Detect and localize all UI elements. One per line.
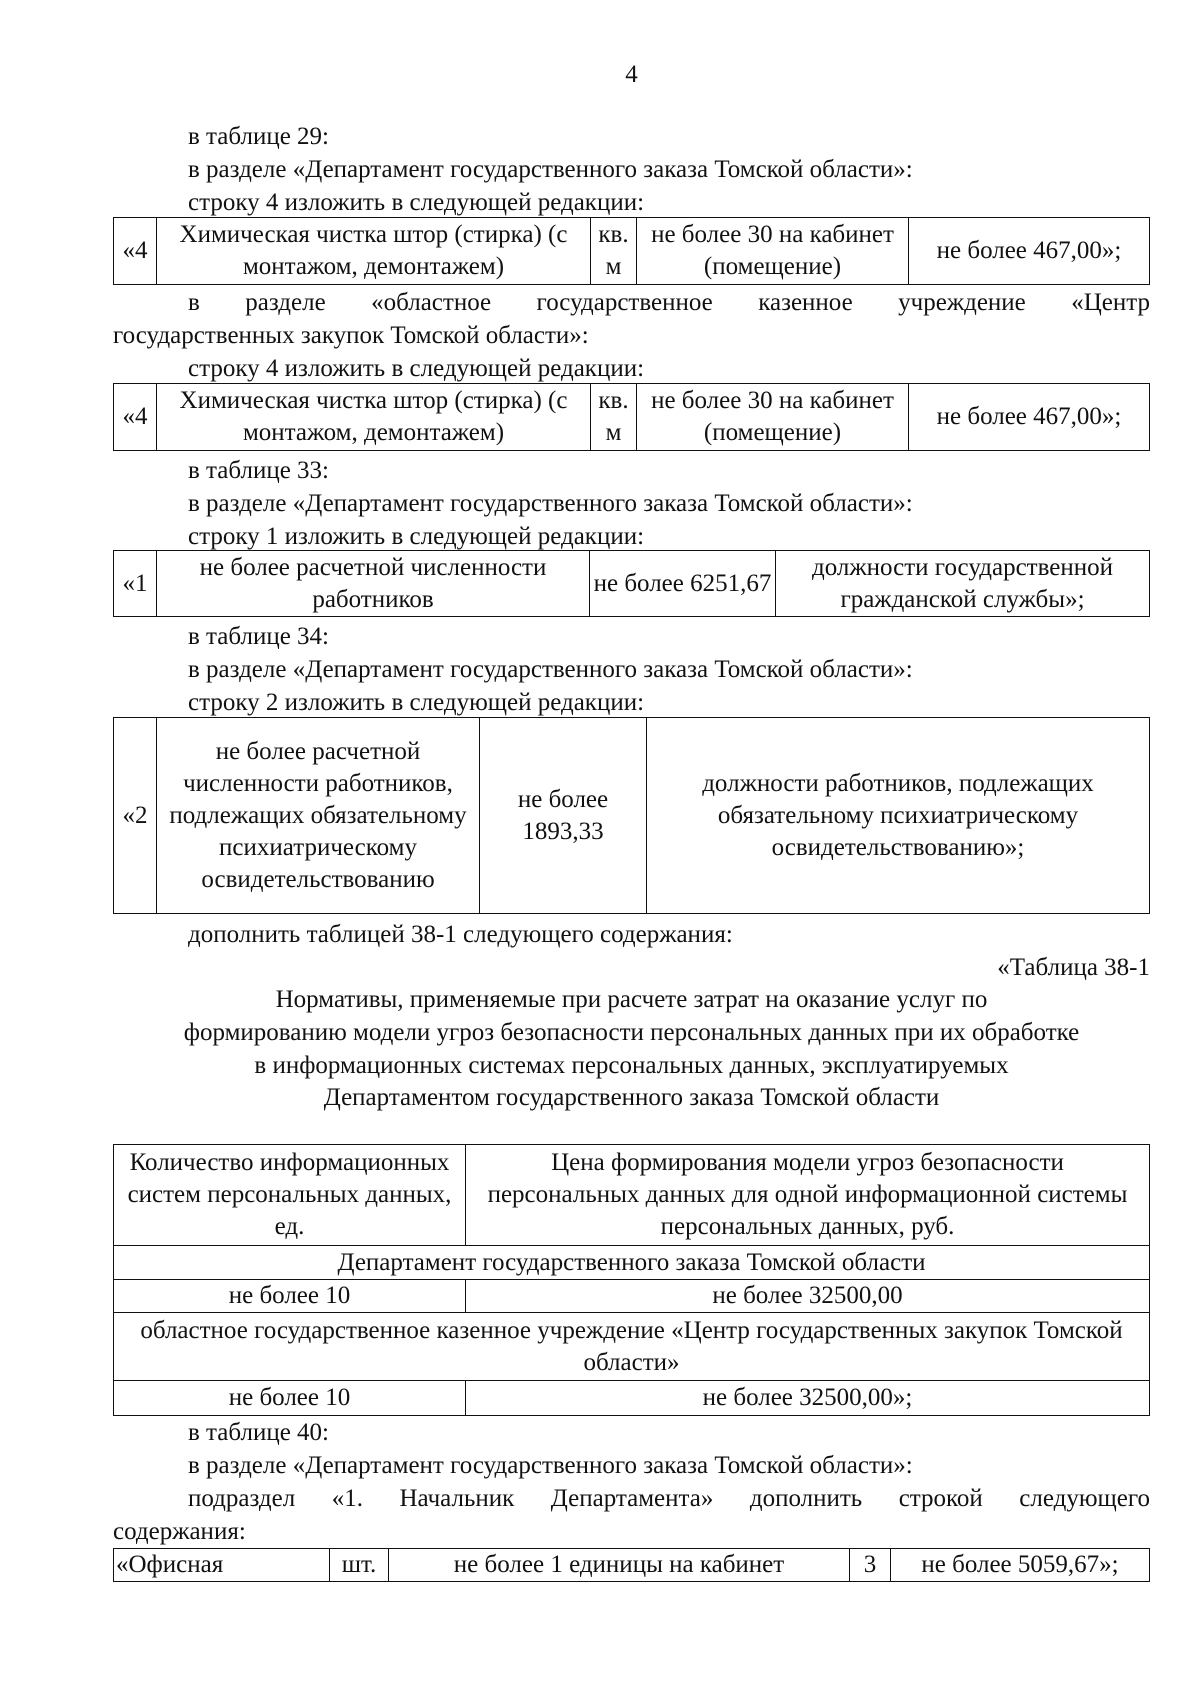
table-header-row: Количество информационных систем персона… — [113, 1144, 1150, 1246]
cell: шт. — [329, 1548, 389, 1582]
cell: Химическая чистка штор (стирка) (с монта… — [156, 217, 591, 285]
table-heading-line: Нормативы, применяемые при расчете затра… — [275, 986, 988, 1013]
paragraph: подраздел «1. Начальник Департамента» до… — [188, 1485, 1150, 1512]
header-cell: Количество информационных систем персона… — [113, 1144, 466, 1246]
table-row: «1 не более расчетной численности работн… — [113, 550, 1150, 617]
cell: не более 10 — [113, 1380, 466, 1416]
table-40: «Офисная шт. не более 1 единицы на кабин… — [113, 1548, 1150, 1582]
section-row: Департамент государственного заказа Томс… — [113, 1245, 1150, 1280]
paragraph: в разделе «Департамент государственного … — [188, 1452, 913, 1479]
cell: не более 32500,00»; — [465, 1380, 1150, 1416]
paragraph: в таблице 40: — [188, 1419, 330, 1446]
header-cell: Цена формирования модели угроз безопасно… — [465, 1144, 1150, 1246]
paragraph: содержания: — [113, 1518, 246, 1545]
section-cell: Департамент государственного заказа Томс… — [113, 1245, 1150, 1280]
cell: не более 1893,33 — [479, 717, 647, 914]
table-34: «2 не более расчетной численности работн… — [113, 717, 1150, 914]
section-cell: областное государственное казенное учреж… — [113, 1312, 1150, 1381]
paragraph: в таблице 29: — [188, 123, 330, 150]
cell: кв. м — [590, 383, 637, 451]
cell: «1 — [113, 550, 157, 617]
cell: не более 10 — [113, 1279, 466, 1313]
table-33: «1 не более расчетной численности работн… — [113, 550, 1150, 617]
cell: «4 — [113, 383, 157, 451]
cell: «2 — [113, 717, 157, 914]
paragraph: в разделе «областное государственное каз… — [188, 289, 1150, 316]
cell: должности государственной гражданской сл… — [775, 550, 1150, 617]
table-heading-line: в информационных системах персональных д… — [254, 1052, 1009, 1079]
table-row: «4 Химическая чистка штор (стирка) (с мо… — [113, 217, 1150, 285]
cell: «4 — [113, 217, 157, 285]
table-heading-line: формированию модели угроз безопасности п… — [183, 1019, 1080, 1046]
table-row: «2 не более расчетной численности работн… — [113, 717, 1150, 914]
table-row: «4 Химическая чистка штор (стирка) (с мо… — [113, 383, 1150, 451]
cell: «Офисная — [113, 1548, 330, 1582]
cell: Химическая чистка штор (стирка) (с монта… — [156, 383, 591, 451]
cell: не более расчетной численности работнико… — [156, 717, 480, 914]
section-row: областное государственное казенное учреж… — [113, 1312, 1150, 1381]
table-row: «Офисная шт. не более 1 единицы на кабин… — [113, 1548, 1150, 1582]
cell: не более 6251,67 — [589, 550, 776, 617]
paragraph: государственных закупок Томской области»… — [113, 322, 589, 349]
table-row: не более 10 не более 32500,00 — [113, 1279, 1150, 1313]
paragraph: дополнить таблицей 38-1 следующего содер… — [188, 921, 733, 948]
table-29-ogku: «4 Химическая чистка штор (стирка) (с мо… — [113, 383, 1150, 451]
cell: не более 32500,00 — [465, 1279, 1150, 1313]
table-row: не более 10 не более 32500,00»; — [113, 1380, 1150, 1416]
paragraph: строку 1 изложить в следующей редакции: — [188, 523, 645, 550]
table-29-dept: «4 Химическая чистка штор (стирка) (с мо… — [113, 217, 1150, 285]
table-heading-line: Департаментом государственного заказа То… — [323, 1084, 940, 1111]
paragraph: строку 4 изложить в следующей редакции: — [188, 189, 645, 216]
cell: не более 1 единицы на кабинет — [388, 1548, 850, 1582]
paragraph: в разделе «Департамент государственного … — [188, 656, 913, 683]
paragraph: в таблице 34: — [188, 623, 330, 650]
cell: кв. м — [590, 217, 637, 285]
cell: не более 467,00»; — [908, 217, 1150, 285]
cell: 3 — [849, 1548, 891, 1582]
table-label: «Таблица 38-1 — [997, 954, 1150, 981]
page-number: 4 — [625, 61, 638, 88]
table-38-1: Количество информационных систем персона… — [113, 1144, 1150, 1416]
cell: должности работников, подлежащих обязате… — [646, 717, 1150, 914]
paragraph: в разделе «Департамент государственного … — [188, 156, 913, 183]
paragraph: в разделе «Департамент государственного … — [188, 490, 913, 517]
cell: не более 30 на кабинет (помещение) — [636, 217, 909, 285]
paragraph: строку 4 изложить в следующей редакции: — [188, 355, 645, 382]
cell: не более 5059,67»; — [890, 1548, 1150, 1582]
cell: не более 467,00»; — [908, 383, 1150, 451]
cell: не более 30 на кабинет (помещение) — [636, 383, 909, 451]
paragraph: в таблице 33: — [188, 457, 330, 484]
paragraph: строку 2 изложить в следующей редакции: — [188, 689, 645, 716]
cell: не более расчетной численности работнико… — [156, 550, 590, 617]
